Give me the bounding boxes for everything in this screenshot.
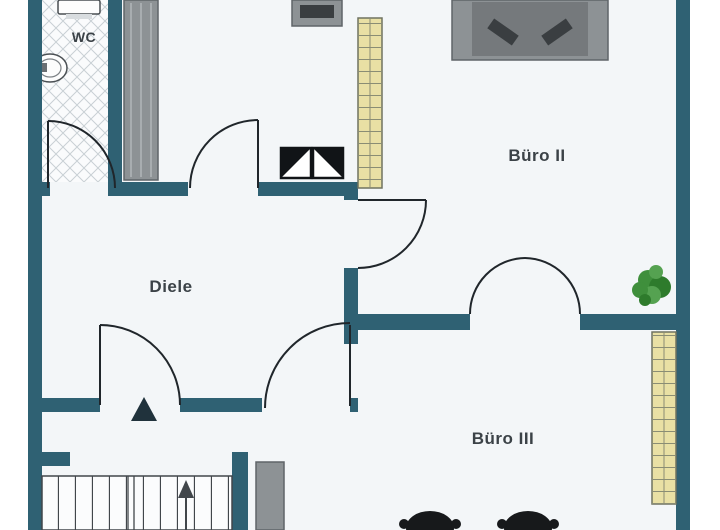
wall-left — [28, 0, 42, 530]
radiator-icon — [651, 331, 677, 505]
office-desk-island-icon — [451, 0, 609, 61]
wall-diele-bottom-stub — [350, 398, 358, 412]
door-swing-arc-hall — [189, 119, 259, 189]
door-swing-arc-buero2 — [357, 199, 427, 269]
staircase-icon — [41, 475, 233, 530]
wardrobe-cabinet-icon — [123, 0, 159, 181]
monitor-icon — [541, 18, 573, 46]
toilet-seat — [66, 14, 92, 19]
room-label-diele: Diele — [149, 277, 192, 296]
door-swing-arc-double-right — [524, 257, 581, 315]
office-chairs-buero3 — [399, 511, 559, 530]
stair-treads — [42, 476, 232, 530]
wall-right — [676, 0, 690, 530]
wall-hall-top-b — [258, 182, 358, 196]
potted-plant-icon — [632, 265, 671, 306]
toilet-icon — [57, 0, 101, 15]
wall-hall-top-a — [122, 182, 188, 196]
chair-armrest — [549, 519, 559, 529]
shelf-inner — [300, 5, 334, 18]
wall-buero2-buero3-left — [344, 314, 470, 330]
door-swing-arc-diele-buero3 — [264, 322, 351, 409]
door-swing-arc-double-left — [469, 257, 526, 315]
office-chair-icon — [504, 511, 552, 530]
plant-foliage — [639, 294, 651, 306]
door-swing-arc-entrance — [99, 324, 181, 406]
wall-diele-bottom-a — [42, 398, 100, 412]
chair-armrest — [451, 519, 461, 529]
room-label-buero3: Büro III — [472, 429, 535, 448]
chimney-shaft-icon — [279, 146, 345, 180]
office-chair-icon — [406, 511, 454, 530]
shelf-cabinet-icon — [291, 0, 343, 27]
entrance-arrow-icon — [131, 397, 157, 421]
faucet-icon — [42, 63, 47, 72]
plant-foliage — [649, 265, 663, 279]
door-panel-icon — [255, 461, 285, 530]
wall-buero2-left-top — [344, 182, 358, 200]
room-label-wc: WC — [72, 29, 96, 45]
walls — [28, 0, 690, 530]
door-swing-arc-wc — [47, 120, 116, 189]
wall-diele-bottom-b — [180, 398, 262, 412]
wc-tile-pattern — [42, 0, 108, 182]
room-label-buero2: Büro II — [508, 146, 565, 165]
room-wc: WC — [32, 0, 108, 182]
shaft-diagonal-left — [281, 148, 311, 178]
wall-wc-door-stub — [42, 182, 50, 196]
doors — [47, 119, 581, 409]
wall-buero2-buero3-right — [580, 314, 676, 330]
chair-armrest — [399, 519, 409, 529]
wall-stair-stub — [42, 452, 70, 466]
radiator-icon — [357, 17, 383, 189]
stairs-up-arrowhead — [178, 480, 194, 498]
wall-stairwell-right — [232, 452, 248, 530]
plant-foliage — [632, 282, 648, 298]
chair-armrest — [497, 519, 507, 529]
shaft-diagonal-right — [313, 148, 343, 178]
wall-wc-right — [108, 0, 122, 196]
monitor-icon — [487, 18, 519, 46]
